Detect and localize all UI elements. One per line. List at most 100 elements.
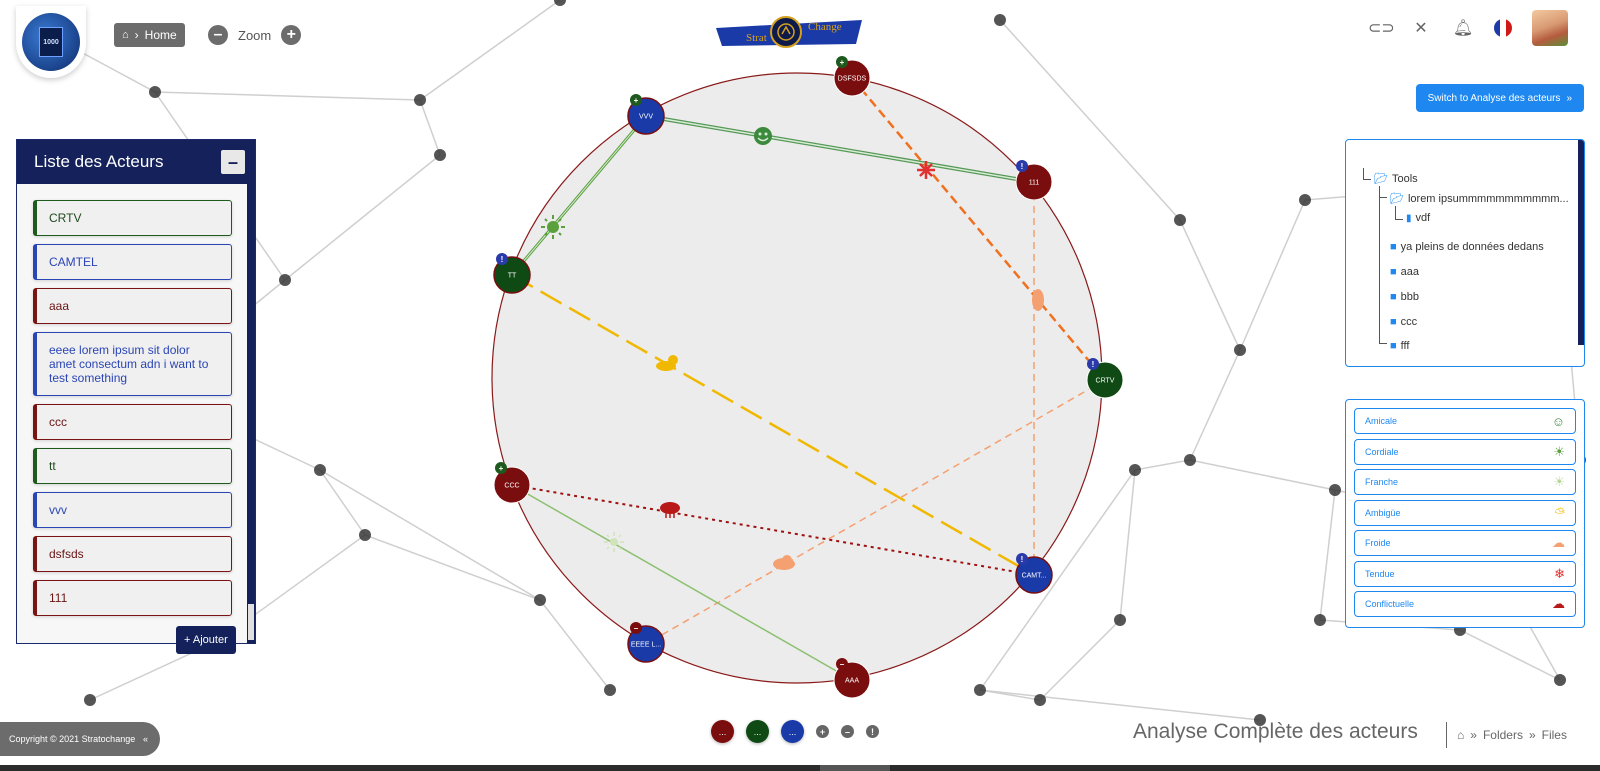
legend-item[interactable]: Cordiale☀ xyxy=(1354,438,1576,465)
app-logo[interactable]: 1000 xyxy=(16,6,86,78)
minus-button[interactable]: – xyxy=(841,725,854,738)
background-line xyxy=(319,469,366,536)
tree-item[interactable]: ■ aaa xyxy=(1390,266,1419,278)
cloud-icon: ☁ xyxy=(1552,535,1565,550)
switch-view-label: Switch to Analyse des acteurs xyxy=(1427,92,1561,104)
background-line xyxy=(364,534,541,601)
home-icon[interactable]: ⌂ xyxy=(1457,728,1465,742)
avatar[interactable] xyxy=(1532,10,1568,46)
actor-card[interactable]: tt xyxy=(33,448,232,484)
add-actor-button[interactable]: + Ajouter xyxy=(176,626,236,654)
snowflake-icon xyxy=(917,161,935,179)
node-camtel[interactable]: CAMT... ! xyxy=(1015,553,1053,594)
node-vvv[interactable]: VVV + xyxy=(627,94,665,135)
cloud-icon xyxy=(1032,289,1044,311)
actor-card[interactable]: 111 xyxy=(33,580,232,616)
actor-card[interactable]: eeee lorem ipsum sit dolor amet consectu… xyxy=(33,332,232,396)
breadcrumb-folders[interactable]: Folders xyxy=(1482,728,1523,742)
background-line xyxy=(979,689,1041,701)
legend-item[interactable]: Conflictuelle☁ xyxy=(1354,591,1576,617)
background-node xyxy=(1174,214,1186,226)
svg-text:!: ! xyxy=(1092,360,1095,369)
nodes: DSFSDS + VVV + 111 ! TT ! CRTV ! xyxy=(493,56,1124,699)
legend-item[interactable]: Franche ☀ xyxy=(1354,469,1576,495)
switch-view-button[interactable]: Switch to Analyse des acteurs » xyxy=(1415,84,1584,112)
background-line xyxy=(1134,459,1191,471)
tree-item[interactable]: ■ ya pleins de données dedans xyxy=(1390,241,1544,253)
svg-text:!: ! xyxy=(501,255,504,264)
file-icon: ▮ xyxy=(1406,212,1412,224)
node-tt[interactable]: TT ! xyxy=(493,253,531,294)
actor-card[interactable]: dsfsds xyxy=(33,536,232,572)
tree-item[interactable]: ■ bbb xyxy=(1390,291,1419,303)
legend-item[interactable]: Amicale☺ xyxy=(1354,408,1576,434)
node-dsfsds[interactable]: DSFSDS + xyxy=(833,56,871,97)
legend-item[interactable]: Froide ☁ xyxy=(1354,530,1576,556)
actor-card[interactable]: CRTV xyxy=(33,200,232,236)
background-line xyxy=(979,469,1136,691)
background-line xyxy=(1119,469,1136,621)
node-aaa[interactable]: AAA – xyxy=(833,658,871,699)
bottom-scrollbar[interactable] xyxy=(0,765,1600,771)
plus-button[interactable]: + xyxy=(816,725,829,738)
zoom-in-button[interactable]: + xyxy=(281,25,302,45)
connection-ccc-camtel[interactable] xyxy=(511,484,1035,576)
breadcrumb-home[interactable]: Home xyxy=(144,28,177,42)
flag-fr-icon[interactable] xyxy=(1494,19,1512,37)
sun-icon: ☀ xyxy=(1553,443,1565,459)
zoom-out-button[interactable]: – xyxy=(208,25,228,45)
background-node xyxy=(1554,674,1566,686)
tree-item[interactable]: ■ fff xyxy=(1390,340,1409,352)
svg-text:CRTV: CRTV xyxy=(1096,378,1115,385)
folder-icon: ■ xyxy=(1390,266,1397,278)
legend-item[interactable]: Tendue❄ xyxy=(1354,560,1576,587)
logo-circle: 1000 xyxy=(22,13,80,71)
legend-label: Franche xyxy=(1365,477,1399,487)
toggle-icon[interactable]: ⊂⊃ xyxy=(1368,20,1395,37)
actors-scrollbar[interactable] xyxy=(247,184,255,644)
tree-item[interactable]: 📂︎ lorem ipsummmmmmmmmmm... xyxy=(1390,192,1569,206)
connection-dsfsds-crtv[interactable] xyxy=(851,77,1106,381)
relation-legend-panel: Amicale☺ Cordiale☀ Franche ☀ Ambigüe⛅︎ Froide… xyxy=(1345,399,1585,628)
background-node xyxy=(84,694,96,706)
sun-cloud-icon xyxy=(656,355,678,371)
collapse-button[interactable]: – xyxy=(221,150,245,174)
svg-text:+: + xyxy=(499,464,504,473)
alert-button[interactable]: ! xyxy=(866,725,879,738)
filter-green-button[interactable]: ... xyxy=(746,720,769,743)
node-111[interactable]: 111 ! xyxy=(1015,160,1053,201)
background-node xyxy=(434,149,446,161)
double-chevron-right-icon: » xyxy=(1566,92,1572,104)
actor-card[interactable]: vvv xyxy=(33,492,232,528)
tree-item[interactable]: ■ ccc xyxy=(1390,316,1417,328)
tree-scrollbar[interactable] xyxy=(1578,140,1584,345)
actors-panel-header: Liste des Acteurs – xyxy=(17,140,255,184)
compress-icon[interactable]: ✕ xyxy=(1414,20,1428,37)
actor-card[interactable]: CAMTEL xyxy=(33,244,232,280)
background-node xyxy=(314,464,326,476)
connection-crtv-eeee[interactable] xyxy=(645,379,1106,645)
filter-blue-button[interactable]: ... xyxy=(781,720,804,743)
filter-red-button[interactable]: ... xyxy=(711,720,734,743)
actor-card[interactable]: ccc xyxy=(33,404,232,440)
node-eeee[interactable]: EEEE L... – xyxy=(627,622,665,663)
legend-label: Froide xyxy=(1365,538,1391,548)
node-crtv[interactable]: CRTV ! xyxy=(1086,358,1124,399)
background-line xyxy=(539,599,611,691)
breadcrumb[interactable]: ⌂ › Home xyxy=(114,23,185,47)
connection-tt-camtel[interactable] xyxy=(511,273,1035,577)
tree-item[interactable]: ▮ vdf xyxy=(1406,212,1430,224)
tree-root[interactable]: 📂︎ Tools xyxy=(1374,172,1418,186)
actor-card[interactable]: aaa xyxy=(33,288,232,324)
breadcrumb-files[interactable]: Files xyxy=(1541,728,1567,742)
tree-item-label: lorem ipsummmmmmmmmmm... xyxy=(1407,192,1569,205)
folder-tree-panel: 📂︎ Tools 📂︎ lorem ipsummmmmmmmmmm... ▮ v… xyxy=(1345,139,1585,367)
sun-light-icon: ☀ xyxy=(1553,474,1565,489)
legend-item[interactable]: Ambigüe⛅︎ xyxy=(1354,499,1576,526)
background-line xyxy=(1039,619,1121,701)
connection-ccc-aaa[interactable] xyxy=(511,484,853,681)
node-ccc[interactable]: CCC + xyxy=(493,462,531,504)
collapse-left-icon[interactable]: « xyxy=(142,734,148,744)
bell-icon[interactable]: 🔔︎ xyxy=(1452,20,1474,37)
